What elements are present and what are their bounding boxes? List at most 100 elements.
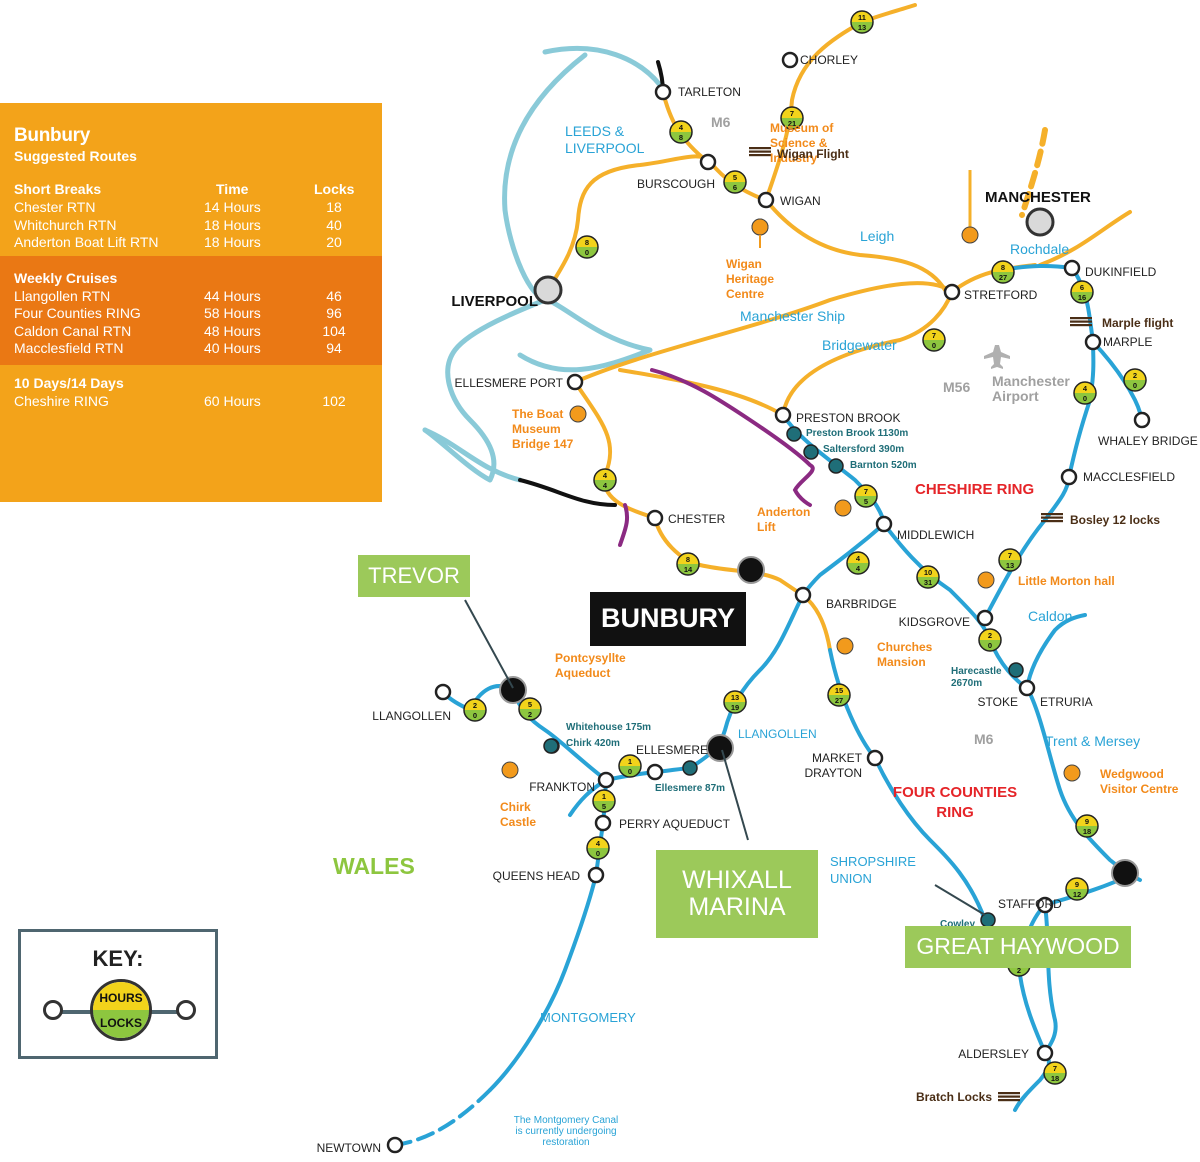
hours-locks-badge[interactable]: 814 <box>676 552 700 576</box>
bunbury-label[interactable]: BUNBURY <box>590 592 746 646</box>
manchester-marker[interactable] <box>1025 207 1055 237</box>
node-queens-head[interactable] <box>587 866 605 884</box>
node-market-drayton[interactable] <box>866 749 884 767</box>
hours-locks-badge[interactable]: 56 <box>723 170 747 194</box>
hours-locks-badge[interactable]: 918 <box>1075 814 1099 838</box>
node-ellesmere-port[interactable] <box>566 373 584 391</box>
node-middlewich[interactable] <box>875 515 893 533</box>
montgomery-note: is currently undergoing <box>515 1126 616 1137</box>
hours-locks-badge[interactable]: 52 <box>518 697 542 721</box>
node-frankton[interactable] <box>597 771 615 789</box>
node-stretford[interactable] <box>943 283 961 301</box>
tunnel-marker[interactable] <box>828 458 844 474</box>
place-label-newtown: NEWTOWN <box>317 1141 381 1155</box>
hours-locks-badge[interactable]: 827 <box>991 260 1015 284</box>
tunnel-marker[interactable] <box>786 426 802 442</box>
trevor-label[interactable]: TREVOR <box>358 555 470 597</box>
node-burscough[interactable] <box>699 153 717 171</box>
node-marple[interactable] <box>1084 333 1102 351</box>
hours-locks-badge[interactable]: 616 <box>1070 280 1094 304</box>
great-haywood-marina-marker[interactable] <box>1111 859 1139 887</box>
tunnel-marker[interactable] <box>803 444 819 460</box>
node-chester[interactable] <box>646 509 664 527</box>
node-stafford[interactable] <box>1036 896 1054 914</box>
hours-locks-badge[interactable]: 40 <box>1073 381 1097 405</box>
hours-locks-badge[interactable]: 20 <box>978 628 1002 652</box>
node-wigan[interactable] <box>757 191 775 209</box>
hours-locks-badge[interactable]: 44 <box>846 551 870 575</box>
place-label-frankton: FRANKTON <box>529 780 595 794</box>
attraction-boat-museum[interactable] <box>569 405 587 423</box>
hours-locks-badge[interactable]: 48 <box>669 120 693 144</box>
attraction-markers <box>501 218 1081 782</box>
whixall-label[interactable]: WHIXALL MARINA <box>656 850 818 938</box>
badge-hours: 2 <box>473 701 477 710</box>
hours-locks-badge[interactable]: 10 <box>618 754 642 778</box>
whixall-marina-marker[interactable] <box>706 734 734 762</box>
hours-locks-badge[interactable]: 75 <box>854 484 878 508</box>
hours-locks-badge[interactable]: 718 <box>1043 1061 1067 1085</box>
m56-label: M56 <box>943 379 970 395</box>
node-chorley[interactable] <box>781 51 799 69</box>
node-aldersley[interactable] <box>1036 1044 1054 1062</box>
attraction-little-morton[interactable] <box>977 571 995 589</box>
bunbury-marina-marker[interactable] <box>737 556 765 584</box>
hours-locks-badge[interactable]: 912 <box>1065 877 1089 901</box>
node-whaley[interactable] <box>1133 411 1151 429</box>
node-perry[interactable] <box>594 814 612 832</box>
node-ellesmere[interactable] <box>646 763 664 781</box>
tunnel-marker[interactable] <box>980 912 996 928</box>
attraction-label-anderton: Anderton <box>757 505 810 519</box>
hours-locks-badge[interactable]: 40 <box>586 836 610 860</box>
hours-locks-badge[interactable]: 15 <box>592 789 616 813</box>
attraction-manchester-attraction[interactable] <box>961 226 979 244</box>
hours-locks-badge[interactable]: 80 <box>575 235 599 259</box>
great-haywood-label[interactable]: GREAT HAYWOOD <box>905 926 1131 968</box>
attraction-anderton[interactable] <box>834 499 852 517</box>
node-etruria[interactable] <box>1018 679 1036 697</box>
badge-locks: 0 <box>473 711 477 720</box>
badge-locks: 13 <box>1006 561 1014 570</box>
node-newtown[interactable] <box>386 1136 404 1154</box>
attraction-label-wigan-heritage: Wigan <box>726 257 762 271</box>
key-node-right <box>176 1000 196 1020</box>
hours-locks-badge[interactable]: 20 <box>1123 368 1147 392</box>
route-time: 40 Hours <box>204 340 261 356</box>
airport-icon <box>984 345 1010 369</box>
node-kidsgrove[interactable] <box>976 609 994 627</box>
node-barbridge[interactable] <box>794 586 812 604</box>
attraction-wedgwood[interactable] <box>1063 764 1081 782</box>
node-macclesfield[interactable] <box>1060 468 1078 486</box>
attraction-churches[interactable] <box>836 637 854 655</box>
attraction-chirk-castle[interactable] <box>501 761 519 779</box>
trevor-marina-marker[interactable] <box>499 676 527 704</box>
liverpool-marker[interactable] <box>533 275 563 305</box>
tunnel-marker[interactable] <box>1008 662 1024 678</box>
route-manchester-north <box>1019 127 1048 218</box>
node-tarleton[interactable] <box>654 83 672 101</box>
hours-locks-badge[interactable]: 721 <box>780 106 804 130</box>
node-preston-brook[interactable] <box>774 406 792 424</box>
hours-locks-badge[interactable]: 20 <box>463 698 487 722</box>
hours-locks-badge[interactable]: 713 <box>998 548 1022 572</box>
node-llangollen[interactable] <box>434 683 452 701</box>
hours-locks-badge[interactable]: 70 <box>922 328 946 352</box>
river-mersey-estuary <box>422 297 548 483</box>
tunnel-marker[interactable] <box>682 760 698 776</box>
tunnel-marker[interactable] <box>543 738 559 754</box>
node-dukinfield[interactable] <box>1063 259 1081 277</box>
attraction-wigan-heritage[interactable] <box>751 218 769 236</box>
hours-locks-badge[interactable]: 44 <box>593 468 617 492</box>
